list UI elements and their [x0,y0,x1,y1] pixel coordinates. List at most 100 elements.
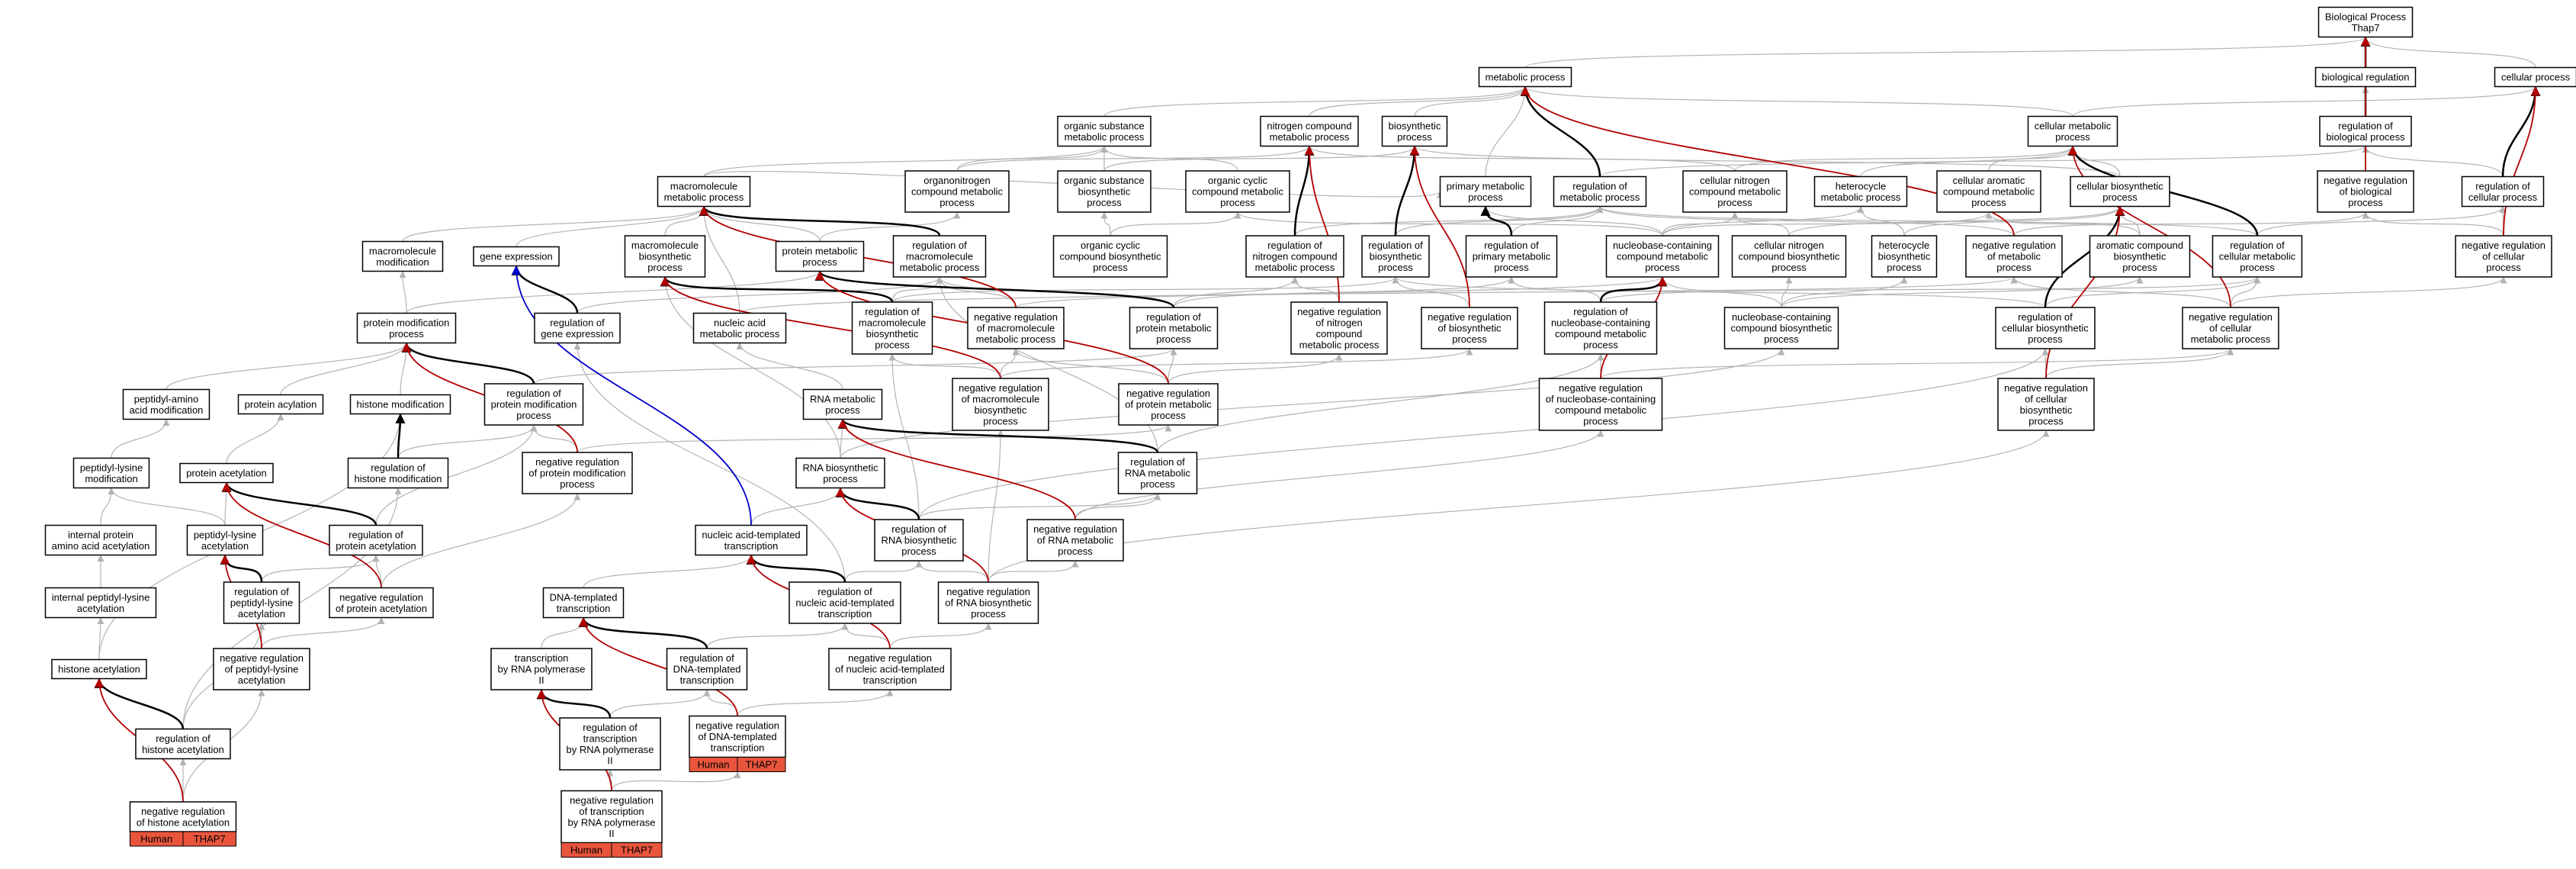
node-label-line: modification [376,256,429,268]
node-label-line: process [647,262,683,273]
edge-part-of [1480,205,1513,237]
node-box [223,581,300,624]
node-label-line: transcription [711,742,765,753]
edge-is-a [737,689,894,716]
edge-part-of [511,265,579,314]
annotation-tag-box [182,831,236,847]
node-label-line: biosynthetic [639,250,692,262]
node-label-line: histone acetylation [58,663,140,674]
node-label-line: negative regulation [2004,382,2088,394]
node-label-line: macromolecule [906,250,973,262]
node-box [1129,307,1219,349]
node-box [483,383,584,426]
node-box [1553,175,1647,208]
node-label-line: regulation of [817,586,872,597]
node-box [1260,115,1359,147]
node-box [1421,307,1518,349]
node-box [1995,307,2096,349]
node-label-line: biosynthetic [975,404,1027,416]
node-box [828,648,952,690]
node-label-line: regulation of [1368,240,1423,251]
edge-is-a [2072,85,2539,117]
edge-is-a [577,276,943,314]
edge-is-a [1173,276,1515,308]
node-label-line: protein metabolic [1136,322,1212,333]
node-label-line: process [901,546,936,557]
node-label-line: process [1093,262,1128,273]
edge-is-a [1103,85,1529,117]
node-label-line: organic substance [1064,175,1145,186]
node-label-line: negative regulation [946,586,1030,597]
node-label-line: regulation of [550,317,605,328]
node-label-line: of metabolic [1987,250,2041,262]
node-box [349,394,451,415]
node-label-line: of macromolecule [977,322,1055,333]
edge-negative [1305,145,1340,303]
edge-is-a [381,493,581,588]
node-label-line: by RNA polymerase [567,744,654,755]
node-label-line: macromolecule [369,245,436,256]
edge-part-of [699,205,941,237]
node-label-line: regulation of [2230,240,2285,251]
edge-is-a [661,276,841,459]
edge-is-a [1781,276,1793,308]
node-label-line: nucleobase-containing [1613,240,1712,251]
edge-is-a [261,617,385,649]
node-box [213,648,310,690]
edge-is-a [516,206,708,247]
node-label-line: regulation of [1573,306,1628,317]
node-label-line: process [1996,262,2032,273]
edges-layer [94,36,2541,803]
edge-is-a [1482,206,1663,237]
node-box [1478,66,1572,88]
node-label-line: negative regulation [570,794,654,806]
edge-negative [1521,85,2015,237]
node-label-line: transcription [863,674,917,686]
node-box [1057,170,1151,213]
annotation-tag-label: Human [698,759,730,771]
go-term-node: metabolic process [1478,66,1572,88]
node-label-line: process [875,339,910,350]
node-label-line: protein acetylation [336,540,416,552]
edge-part-of [746,554,846,583]
annotation-tag-label: THAP7 [621,845,653,856]
node-box [1290,301,1388,355]
edge-is-a [918,493,1161,520]
node-box [1381,115,1448,147]
node-box [2182,307,2279,349]
node-label-line: process [823,473,858,484]
edge-is-a [1000,348,1473,379]
node-label-line: process [1058,546,1093,557]
edge-negative [2503,85,2540,237]
node-label-line: regulation of [2018,311,2073,323]
edge-is-a [1731,211,1790,237]
edge-is-a [1734,146,2077,172]
edge-is-a [573,343,846,583]
annotation-tag-box [737,757,786,772]
edge-negative [2068,145,2231,308]
edge-part-of [1520,85,1601,177]
node-box [874,519,964,562]
node-label-line: of RNA biosynthetic [945,597,1032,608]
node-box [347,457,449,489]
node-label-line: protein modification [491,398,577,410]
node-box [1538,378,1663,431]
node-label-line: process [2028,333,2063,345]
node-label-line: regulation of [891,523,946,535]
edge-negative [1410,145,1470,308]
node-box [356,312,457,344]
node-label-line: compound biosynthetic [1739,250,1840,262]
node-box [542,587,625,619]
